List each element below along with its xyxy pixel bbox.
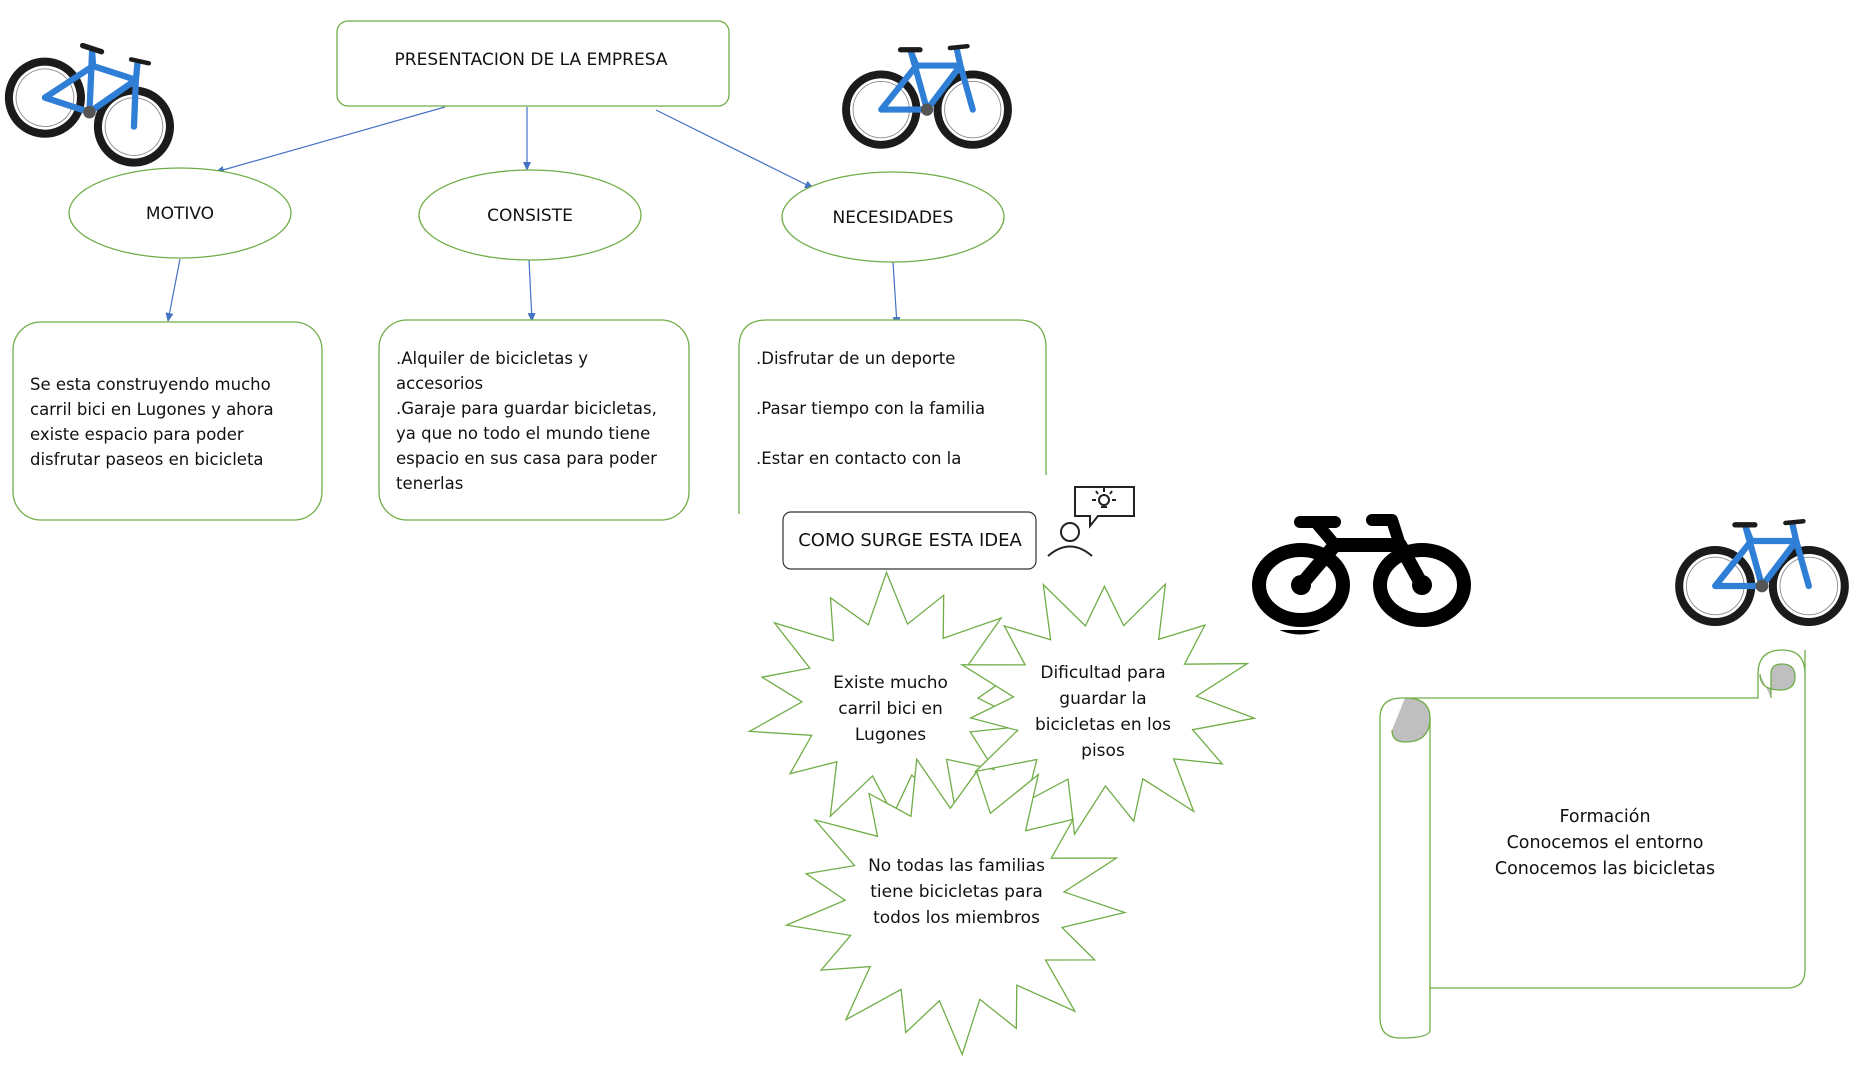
burst-2	[959, 582, 1257, 837]
scroll-text: Formación Conocemos el entorno Conocemos…	[1494, 807, 1716, 879]
title-box	[336, 20, 730, 107]
person-idea-icon	[1047, 486, 1135, 557]
bicycle-photo	[846, 46, 1008, 145]
box-motivo	[12, 321, 323, 521]
burst-text-1: Existe mucho carril bici en Lugones	[833, 673, 948, 745]
oval-consiste	[418, 169, 642, 261]
bicycle-icon-real	[1240, 514, 1485, 630]
arrows	[165, 106, 901, 326]
necesidades-text: .Disfrutar de un deporte .Pasar tiempo c…	[756, 349, 986, 468]
burst-3	[784, 757, 1128, 1057]
burst-shapes	[747, 570, 1257, 1057]
oval-motivo-label: MOTIVO	[145, 204, 215, 224]
title-label: PRESENTACION DE LA EMPRESA	[394, 50, 668, 70]
motivo-text: Se esta construyendo mucho carril bici e…	[30, 375, 274, 469]
idea-box	[782, 511, 1037, 570]
bicycle-photo	[0, 25, 188, 172]
oval-motivo	[68, 167, 292, 259]
oval-necesidades-label: NECESIDADES	[832, 208, 954, 228]
scroll-shape	[1379, 649, 1806, 1039]
oval-consiste-label: CONSISTE	[487, 206, 573, 226]
box-consiste	[378, 319, 690, 521]
burst-text-3: No todas las familias tiene bicicletas p…	[868, 856, 1045, 928]
bicycle-photo	[1679, 521, 1845, 622]
oval-necesidades	[781, 171, 1005, 263]
consiste-text: .Alquiler de bicicletas y accesorios .Ga…	[396, 349, 657, 493]
burst-text-2: Dificultad para guardar la bicicletas en…	[1034, 663, 1172, 761]
box-necesidades	[738, 319, 1047, 514]
idea-label: COMO SURGE ESTA IDEA	[798, 530, 1022, 551]
